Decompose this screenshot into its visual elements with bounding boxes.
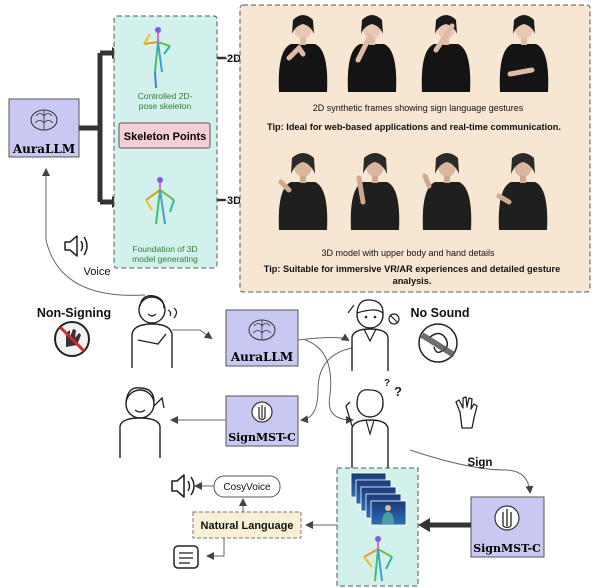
video-frames-stack — [350, 472, 407, 526]
signmst-bottom-label: SignMST-C — [473, 542, 541, 555]
hand-gesture-icon — [494, 505, 520, 531]
svg-text:?: ? — [394, 384, 402, 399]
voice-label: Voice — [84, 266, 111, 278]
frame-2d-2 — [347, 15, 397, 92]
tip-3d-line1: Tip: Suitable for immersive VR/AR experi… — [264, 264, 560, 274]
aura-llm-top: AuraLLM — [8, 98, 80, 158]
output-panel: 2D synthetic frames showing sign languag… — [239, 4, 591, 293]
signing-receiver-person — [119, 387, 165, 458]
frame-3d-4 — [496, 153, 548, 230]
tip-3d-line2: analysis. — [393, 276, 432, 286]
aura-llm-mid-label: AuraLLM — [230, 350, 293, 364]
sign-hand-icon — [455, 396, 478, 429]
skeleton-points-label: Skeleton Points — [124, 131, 207, 143]
frame-3d-1 — [278, 153, 328, 230]
sign-label: Sign — [468, 457, 493, 469]
non-signing-person — [131, 295, 178, 368]
non-signing-label: Non-Signing — [37, 306, 111, 320]
caption-3d: 3D model with upper body and hand detail… — [321, 248, 495, 258]
no-sound-label: No Sound — [410, 306, 469, 320]
skeleton-points-box: Skeleton Points — [118, 122, 211, 149]
skeleton-3d-caption-line2: model generating — [132, 254, 198, 264]
signmst-mid: SignMST-C — [225, 395, 299, 447]
speaker-icon — [64, 235, 88, 257]
skeleton-2d-caption-line1: Controlled 2D- — [138, 91, 193, 101]
signmst-bottom: SignMST-C — [470, 496, 545, 558]
tip-2d: Tip: Ideal for web-based applications an… — [267, 122, 561, 132]
tag-3d: 3D — [227, 195, 241, 207]
frame-3d-3 — [422, 153, 472, 230]
skeleton-2d-caption-line2: pose skeleton — [139, 101, 192, 111]
natural-language-box: Natural Language — [192, 511, 302, 539]
frame-3d-2 — [350, 153, 400, 230]
skeleton-panel: Controlled 2D- pose skeleton Skeleton Po… — [113, 15, 218, 269]
speaker-output-icon — [171, 474, 195, 498]
skeleton-3d-figure — [145, 177, 175, 225]
caption-2d: 2D synthetic frames showing sign languag… — [313, 103, 524, 113]
no-signing-icon — [54, 321, 90, 357]
natural-language-label: Natural Language — [201, 520, 294, 532]
frame-2d-3 — [421, 15, 471, 92]
document-icon — [173, 545, 199, 569]
deaf-person — [347, 299, 400, 371]
no-sound-icon — [418, 323, 458, 363]
input-panel — [336, 467, 419, 587]
brain-icon — [30, 109, 58, 131]
frame-2d-4 — [499, 15, 549, 92]
aura-llm-mid: AuraLLM — [225, 309, 299, 367]
cosyvoice-box: CosyVoice — [213, 475, 281, 498]
signer-person: ? ? — [345, 378, 402, 470]
skeleton-2d-figure — [143, 27, 171, 89]
input-skeleton-figure — [363, 536, 393, 582]
brain-icon — [248, 319, 276, 341]
tag-2d: 2D — [227, 53, 241, 65]
frame-2d-1 — [278, 15, 328, 92]
hand-gesture-icon — [251, 401, 273, 423]
svg-text:?: ? — [384, 378, 390, 389]
cosyvoice-label: CosyVoice — [223, 482, 271, 493]
signmst-mid-label: SignMST-C — [228, 431, 296, 444]
aura-llm-top-label: AuraLLM — [12, 142, 75, 156]
skeleton-3d-caption-line1: Foundation of 3D — [132, 244, 197, 254]
